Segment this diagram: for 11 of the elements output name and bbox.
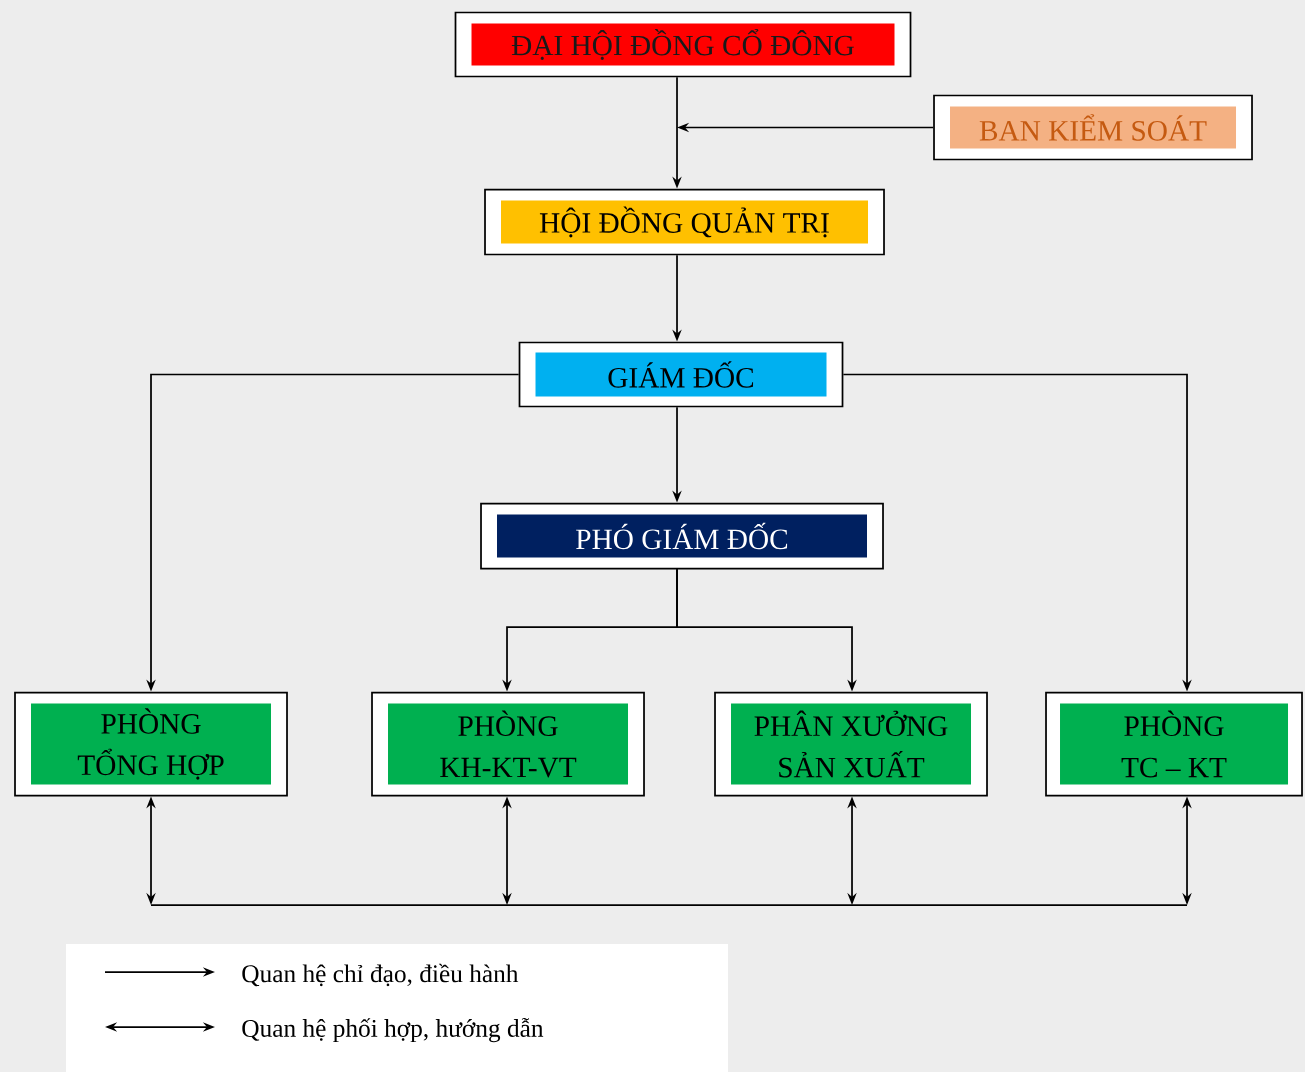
deputy-box: PHÓ GIÁM ĐỐC <box>480 502 884 570</box>
department-box: PHÂN XƯỞNG SẢN XUẤT <box>714 691 988 797</box>
director-box: GIÁM ĐỐC <box>518 341 844 408</box>
department-box: PHÒNG TC – KT <box>1045 691 1303 797</box>
department-box: PHÒNG KH-KT-VT <box>371 691 645 797</box>
side-box: BAN KIỂM SOÁT <box>933 94 1253 161</box>
legend-text: Quan hệ chỉ đạo, điều hành <box>242 963 519 987</box>
department-box: PHÒNG TỔNG HỢP <box>14 691 288 797</box>
board-box: HỘI ĐỒNG QUẢN TRỊ <box>484 188 885 256</box>
legend-text: Quan hệ phối hợp, hướng dẫn <box>242 1017 544 1043</box>
top-box: ĐẠI HỘI ĐỒNG CỔ ĐÔNG <box>454 11 912 78</box>
